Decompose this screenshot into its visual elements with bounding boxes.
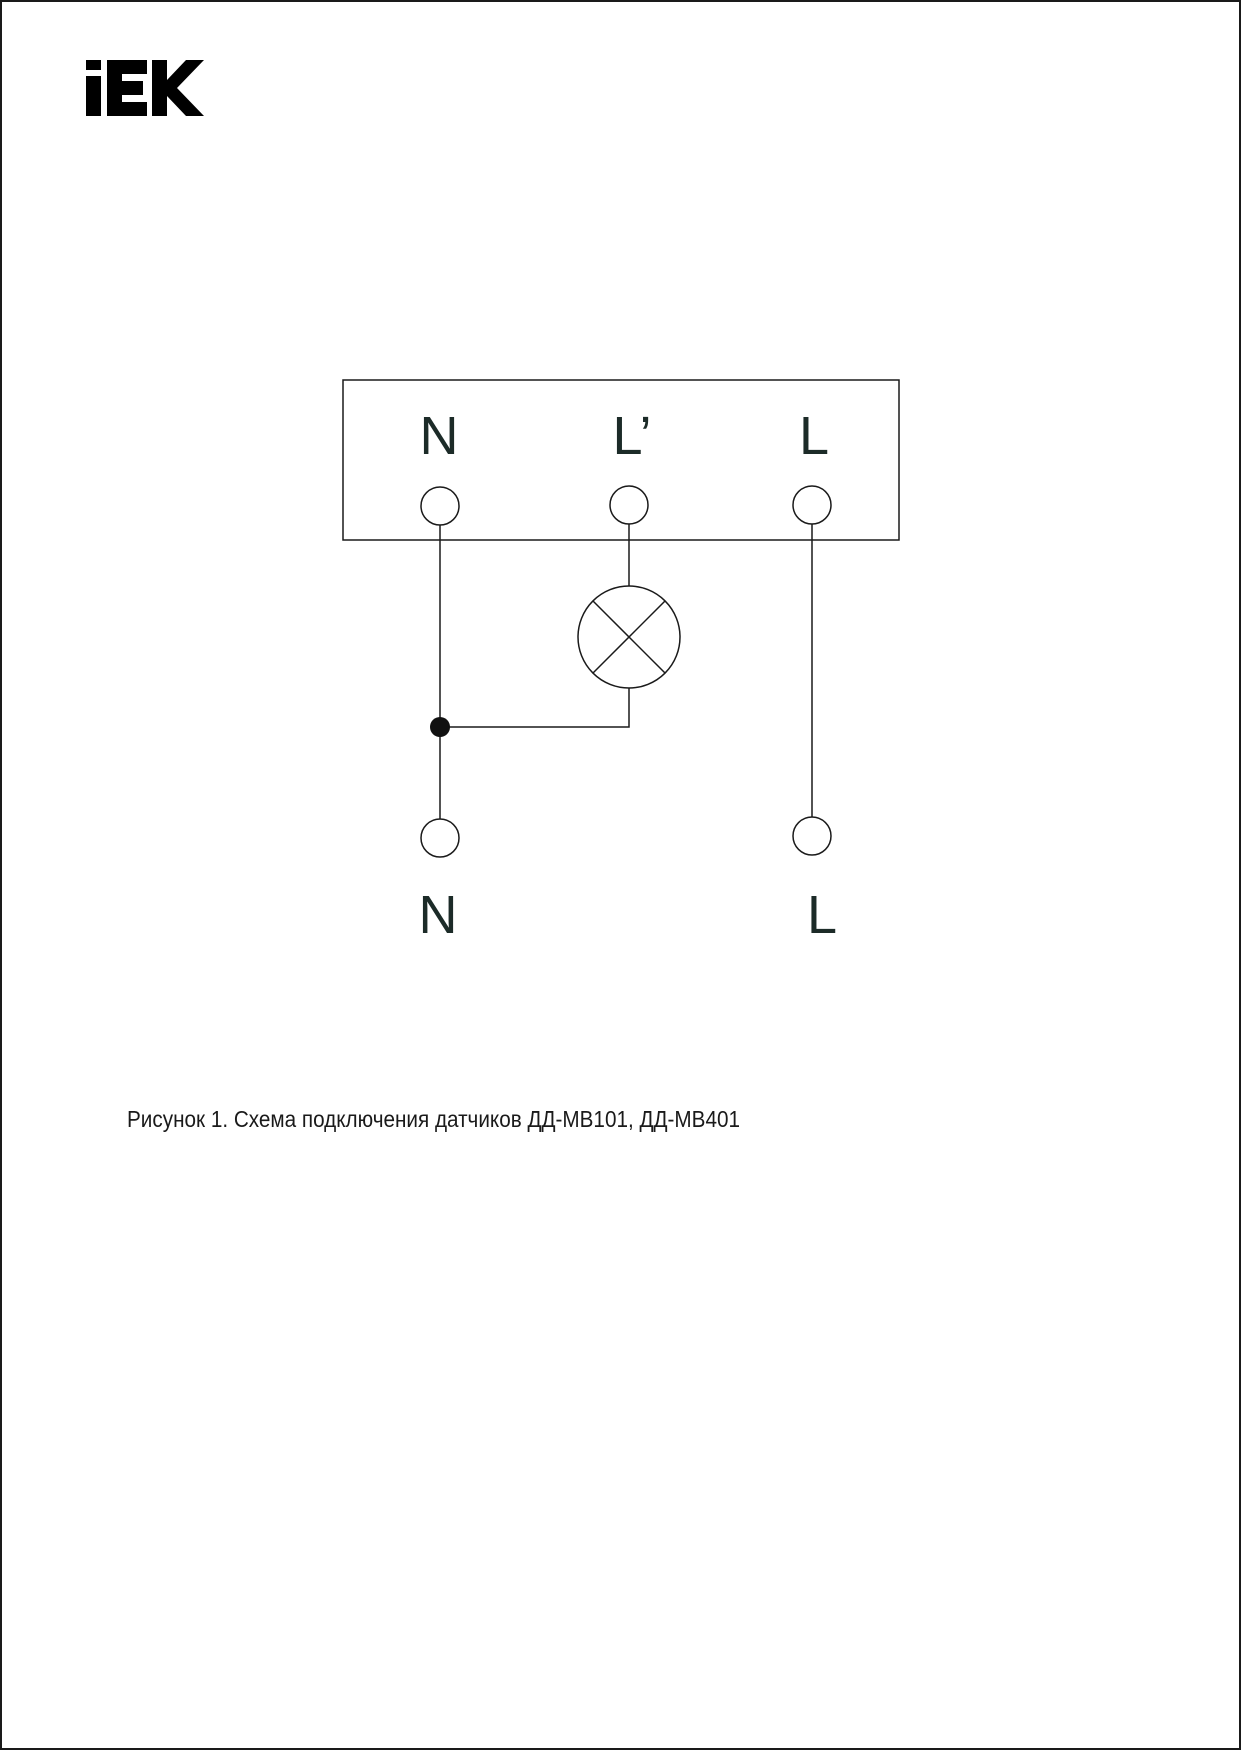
supply-terminal-l (792, 816, 832, 856)
device-terminal-label-l-prime: L’ (612, 406, 651, 466)
supply-terminal-label-n: N (419, 885, 458, 945)
supply-terminal-label-l: L (807, 885, 837, 945)
supply-terminal-n (420, 818, 460, 858)
device-terminal-label-n: N (420, 406, 459, 466)
iek-logo (86, 60, 204, 116)
device-box (342, 379, 900, 541)
lamp-icon (577, 585, 681, 689)
figure-caption: Рисунок 1. Схема подключения датчиков ДД… (127, 1106, 740, 1132)
device-terminal-n (420, 486, 460, 526)
wire-lamp-to-n (440, 688, 630, 728)
device-terminal-l-prime (609, 485, 649, 525)
junction-dot (430, 717, 450, 737)
device-terminal-l (792, 485, 832, 525)
device-terminal-label-l: L (799, 406, 829, 466)
